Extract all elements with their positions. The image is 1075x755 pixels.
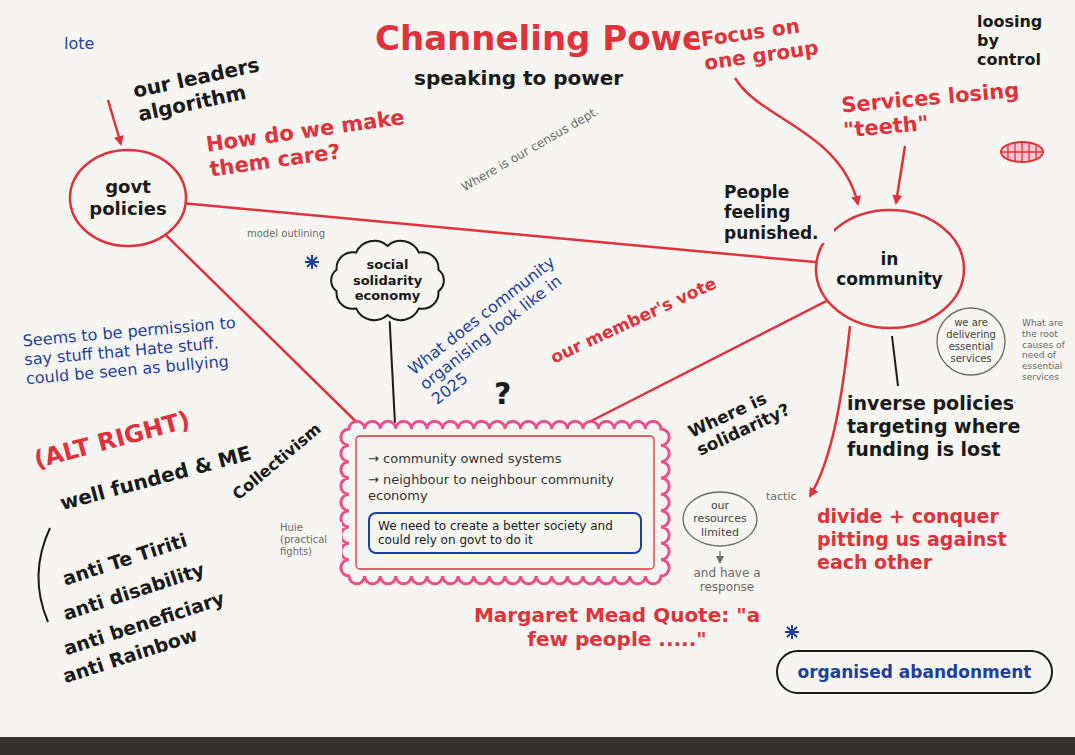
question-mark: ?: [492, 376, 513, 412]
node-text: → community owned systems: [368, 451, 642, 467]
question-text: Where is our census dept.: [457, 103, 603, 196]
inner-outline: [356, 436, 654, 569]
circle-outline: [70, 150, 186, 246]
node-text: in community: [835, 249, 944, 290]
note-text: Seems to be permission to say stuff that…: [20, 313, 243, 389]
leader-line: [892, 336, 898, 386]
node-text: social solidarity economy: [349, 257, 426, 304]
circle-outline: [683, 492, 757, 546]
node-text: we are delivering essential services: [946, 317, 997, 365]
pointer-arrow: [108, 100, 121, 144]
community-circle: in community: [814, 208, 966, 330]
node-text: our resources limited: [692, 499, 748, 539]
concept-pill: organised abandonment: [776, 650, 1053, 694]
node-text: govt policies: [85, 176, 171, 219]
node-text: organised abandonment: [797, 662, 1031, 682]
cloud-outline: [331, 241, 444, 320]
note-text: inverse policies targeting where funding…: [845, 392, 1064, 460]
note-circle: our resources limited: [681, 490, 759, 548]
question-text: How do we make them care?: [203, 103, 424, 183]
note-text: tactic: [764, 490, 799, 503]
policy-circle: govt policies: [68, 148, 188, 248]
note-text: and have a response: [680, 566, 774, 595]
bracket: [38, 528, 50, 622]
quote-text: Margaret Mead Quote: "a few people .....…: [470, 603, 764, 651]
pill-outline: [777, 651, 1052, 693]
teeth: [1002, 142, 1042, 162]
node-text: → neighbour to neighbour community econo…: [368, 472, 642, 503]
pointer-arrow: [719, 551, 720, 562]
node-text: We need to create a better society and c…: [378, 519, 632, 548]
statement-box: We need to create a better society and c…: [368, 512, 642, 555]
teeth-doodle: [1001, 142, 1043, 162]
scallop-outline: [341, 421, 669, 584]
star-mark: [305, 255, 319, 269]
action-box: → community owned systems → neighbour to …: [340, 420, 670, 585]
note-text: People feeling punished.: [722, 182, 834, 243]
note-circle: we are delivering essential services: [935, 306, 1007, 377]
question-text: What are the root causes of need of esse…: [1020, 318, 1074, 383]
question-text: Where is solidarity?: [683, 363, 831, 461]
pointer-arrow: [810, 326, 850, 496]
connector-line: [390, 322, 395, 422]
star-mark: [785, 625, 799, 639]
connector-line: [187, 204, 815, 263]
circle-outline: [816, 210, 964, 328]
mouth: [1001, 142, 1043, 162]
pointer-arrow: [896, 146, 905, 203]
corner-note: lote: [62, 34, 96, 53]
note-text: divide + conquer pitting us against each…: [815, 505, 1064, 573]
note-text: model outlining: [245, 228, 327, 240]
note-text: loosing by control: [975, 12, 1067, 70]
circle-outline: [937, 308, 1005, 375]
note-text: Huie (practical fights): [278, 522, 342, 558]
paper-sheet: [0, 0, 1075, 737]
idea-cloud: social solidarity economy: [325, 238, 450, 323]
note-text: Services losing "teeth": [838, 74, 1064, 144]
subtitle: speaking to power: [412, 66, 625, 90]
title-text: Channeling Power: [372, 18, 725, 59]
note-text: our leaders algorithm: [129, 45, 299, 126]
